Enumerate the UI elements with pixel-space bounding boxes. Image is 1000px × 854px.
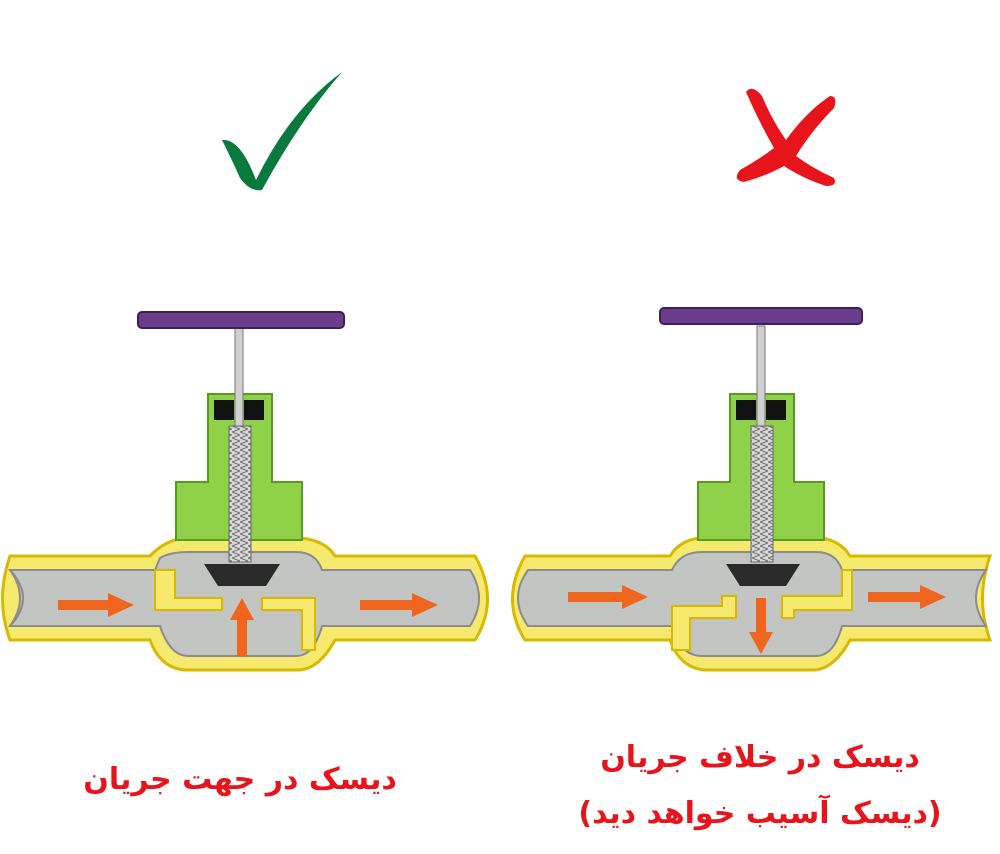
cross-mark-icon <box>736 88 836 186</box>
right-flow-arrow-down <box>749 598 773 654</box>
left-threaded-stem <box>228 425 252 563</box>
left-disc <box>204 564 280 586</box>
right-caption-line2: (دیسک آسیب خواهد دید) <box>578 796 942 831</box>
left-valve <box>1 72 489 672</box>
left-flow-arrow-up <box>230 598 254 656</box>
right-packing-left <box>736 400 756 420</box>
left-stem <box>234 325 244 427</box>
left-seat-partition <box>154 569 316 651</box>
right-stem <box>756 325 766 427</box>
left-flow-arrow-outlet <box>360 593 438 617</box>
right-handwheel <box>659 307 863 325</box>
right-flow-arrow-inlet <box>568 585 648 609</box>
left-packing-right <box>244 400 264 420</box>
left-pipe-end <box>9 569 24 627</box>
right-flow-arrow-outlet <box>868 585 946 609</box>
right-threaded-stem <box>750 425 774 563</box>
left-caption: دیسک در جهت جریان <box>83 762 397 797</box>
right-packing-right <box>766 400 786 420</box>
left-packing-left <box>214 400 234 420</box>
right-caption-line1: دیسک در خلاف جریان <box>600 740 920 775</box>
left-flow-arrow-inlet <box>58 593 134 617</box>
right-pipe-interior <box>517 551 988 657</box>
left-handwheel <box>137 311 345 329</box>
right-disc <box>726 564 800 586</box>
right-valve <box>511 88 993 672</box>
check-mark-icon <box>222 72 342 191</box>
right-seat-partition <box>671 569 853 651</box>
